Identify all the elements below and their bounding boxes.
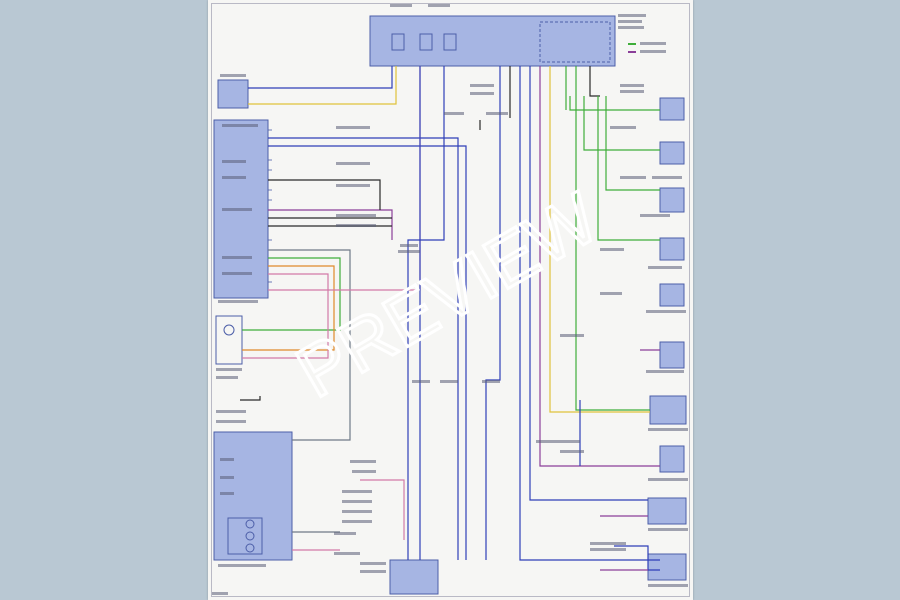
wire-pink-2	[268, 66, 421, 291]
right-switch-1	[659, 97, 685, 121]
top-junction-module	[369, 15, 636, 67]
wire-blue-5	[407, 66, 445, 560]
top-module-box	[369, 15, 616, 67]
wire-blue-3	[268, 145, 467, 560]
right-switch-2	[659, 141, 685, 165]
right-switch-3	[659, 187, 685, 213]
wire-blue-8	[529, 66, 648, 501]
wire-black-5	[589, 66, 600, 97]
wire-blue-1	[248, 66, 393, 89]
switch-lamp-1	[245, 519, 255, 529]
mirror-switch-inner	[227, 517, 263, 555]
bottom-center-module	[389, 559, 439, 595]
fine-print-labels	[212, 4, 688, 595]
wire-yellow-1	[248, 66, 397, 105]
door-switch-module	[217, 79, 249, 109]
connector-ticks	[268, 129, 272, 283]
mirror-switch-module	[213, 431, 293, 561]
wire-green-5	[605, 96, 660, 191]
right-mirror-module-2	[647, 553, 687, 581]
wire-orange-1	[242, 265, 335, 351]
wire-black-3	[268, 179, 381, 210]
wire-blue-2	[268, 137, 459, 560]
wire-gray-1	[268, 249, 351, 441]
switch-lamp-2	[245, 531, 255, 541]
wire-yellow-2	[549, 66, 650, 413]
right-mirror-module-1	[647, 497, 687, 525]
wire-green-1	[242, 257, 341, 331]
wire-blue-10	[614, 545, 660, 571]
right-switch-8	[659, 445, 685, 473]
wire-blue-6	[485, 66, 501, 560]
top-module-submodule	[539, 21, 611, 63]
wire-green-3	[575, 66, 650, 411]
fuel-pump-motor-icon	[223, 324, 235, 336]
wire-pink-1	[242, 273, 329, 359]
right-switch-7	[649, 395, 687, 425]
switch-lamp-3	[245, 543, 255, 553]
right-switch-4	[659, 237, 685, 261]
wire-green-7	[569, 96, 660, 111]
right-switch-6	[659, 341, 685, 369]
wire-pink-3	[360, 479, 405, 540]
fuse-3	[443, 33, 457, 51]
fuse-2	[419, 33, 433, 51]
fuel-pump-connector	[215, 315, 243, 365]
wire-violet-2	[539, 66, 660, 467]
fuse-1	[391, 33, 405, 51]
sheet-border	[211, 3, 690, 597]
wire-harness	[240, 66, 660, 571]
wire-green-4	[597, 96, 660, 241]
wire-violet-1	[268, 209, 393, 240]
wire-blue-7	[519, 66, 660, 561]
right-switch-5	[659, 283, 685, 307]
wire-black-7	[240, 396, 261, 401]
wire-green-6	[583, 96, 660, 151]
